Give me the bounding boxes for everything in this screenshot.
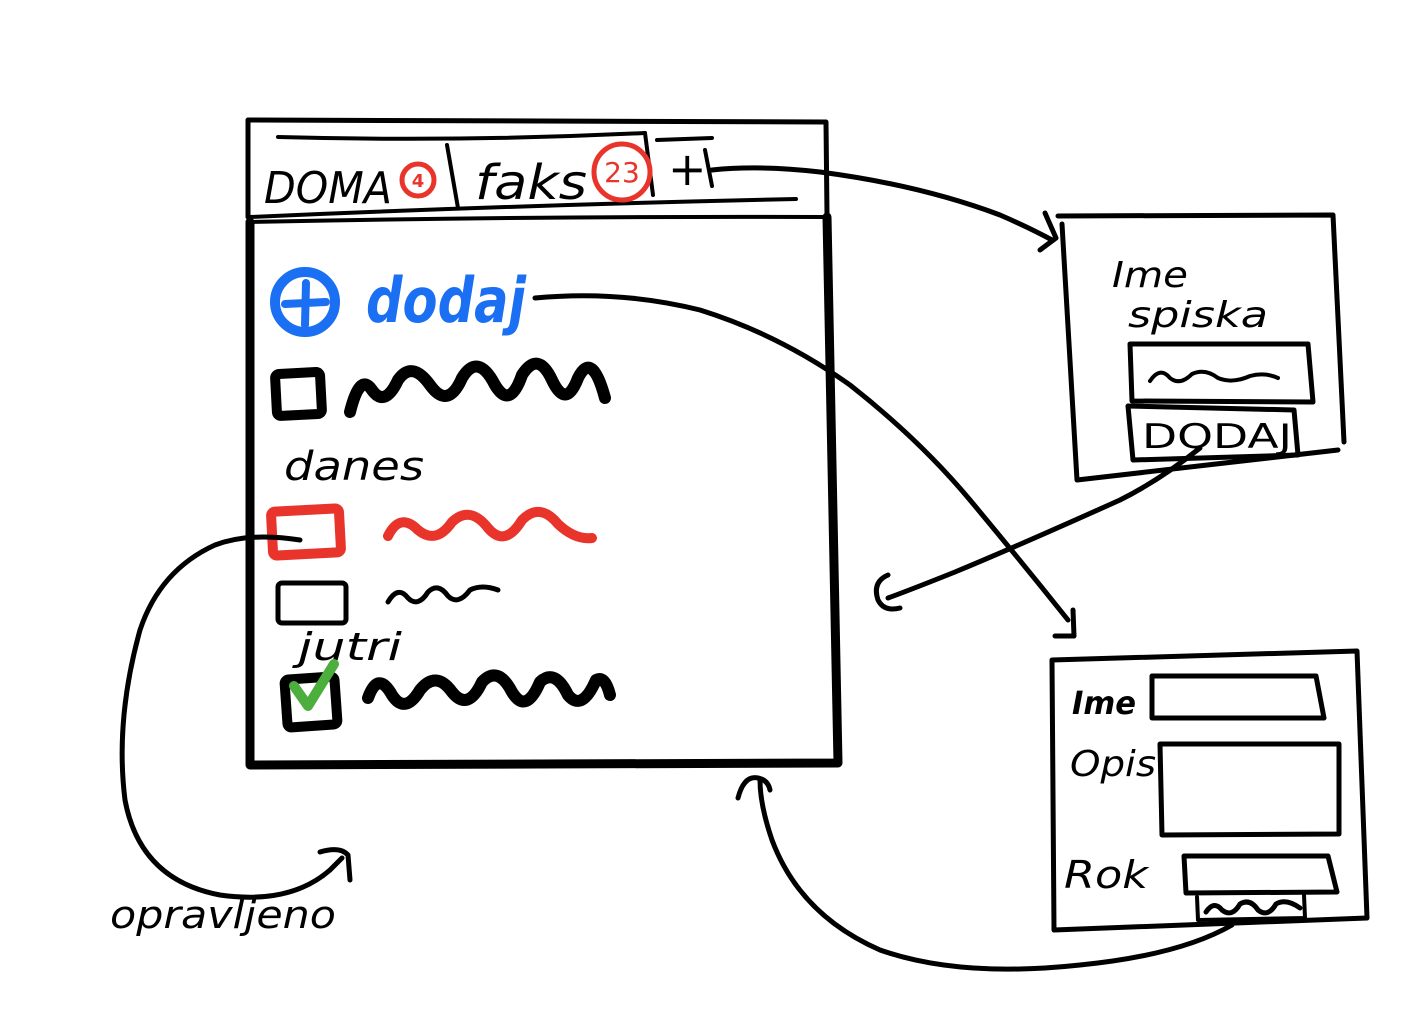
item-name-label: Ime xyxy=(1072,684,1136,722)
arrow-head xyxy=(1037,210,1059,253)
plus-circle-icon xyxy=(270,267,340,337)
arrow-add-item-to-new-item-dialog xyxy=(532,293,1071,623)
item-checkbox[interactable] xyxy=(279,671,343,733)
list-name-input[interactable] xyxy=(1127,341,1316,405)
arrow-checkbox-to-done xyxy=(119,534,345,900)
tab-divider xyxy=(655,136,714,142)
tab-doma[interactable]: DOMA 4 xyxy=(264,161,437,214)
new-item-dialog: Ime Opis Rok xyxy=(1049,648,1370,933)
add-list-button-box xyxy=(1125,403,1301,463)
tab-bar-frame xyxy=(245,117,830,220)
add-list-button[interactable]: DODAJ xyxy=(1125,403,1301,463)
item-checkbox[interactable] xyxy=(270,367,327,421)
tab-doma-badge xyxy=(399,161,437,199)
item-checkbox[interactable] xyxy=(275,580,349,626)
list-item-done[interactable] xyxy=(279,659,616,733)
list-item-overdue[interactable] xyxy=(266,503,597,561)
new-list-title-line1: Ime xyxy=(1112,255,1188,296)
arrow-head xyxy=(1052,607,1077,639)
item-text-scribble xyxy=(385,584,501,605)
tab-divider xyxy=(445,143,460,210)
tab-faks-badge-count: 23 xyxy=(604,156,640,189)
add-list-button-label: DODAJ xyxy=(1142,417,1292,457)
list-name-input-scribble xyxy=(1148,369,1280,384)
add-item-label: dodaj xyxy=(366,264,527,337)
add-item-submit-scribble xyxy=(1203,899,1303,916)
checkmark-icon xyxy=(289,659,339,711)
list-name-input-box xyxy=(1127,341,1316,405)
tab-doma-badge-count: 4 xyxy=(412,171,425,192)
flow-arrows xyxy=(119,165,1235,972)
arrow-head xyxy=(873,572,903,612)
item-name-input[interactable] xyxy=(1149,673,1327,721)
done-annotation-label: opravljeno xyxy=(110,893,336,937)
arrow-add-tab-to-new-list-dialog xyxy=(709,165,1055,243)
item-text-scribble xyxy=(362,669,616,710)
new-list-title-line2: spiska xyxy=(1128,295,1268,336)
tab-faks-label: faks xyxy=(475,155,587,211)
item-deadline-label: Rok xyxy=(1064,853,1150,897)
add-item-submit-box xyxy=(1195,893,1307,922)
item-text-scribble xyxy=(344,357,611,418)
arrow-head xyxy=(735,775,773,801)
tab-faks-badge xyxy=(591,141,653,203)
item-text-scribble xyxy=(383,507,597,544)
section-heading-danes: danes xyxy=(284,444,424,490)
item-deadline-input[interactable] xyxy=(1181,853,1340,896)
section-heading-jutri: jutri xyxy=(291,625,402,669)
tab-faks[interactable]: faks 23 xyxy=(475,141,653,211)
new-item-dialog-frame xyxy=(1049,648,1370,933)
list-item[interactable] xyxy=(275,580,501,626)
arrow-head xyxy=(317,847,353,883)
add-item-button[interactable]: dodaj xyxy=(270,264,527,337)
item-description-input[interactable] xyxy=(1157,741,1342,838)
arrow-new-item-to-main xyxy=(757,777,1235,972)
add-tab-plus-icon: + xyxy=(668,142,707,196)
main-window xyxy=(245,117,843,770)
tab-bar-bottom-line xyxy=(248,197,798,219)
new-list-dialog: Ime spiska DODAJ xyxy=(1055,212,1347,483)
add-tab-button[interactable]: + xyxy=(668,142,714,196)
add-tab-bracket xyxy=(703,148,714,188)
tab-doma-label: DOMA xyxy=(264,163,392,214)
tab-bar-top-line xyxy=(276,131,647,141)
item-description-label: Opis xyxy=(1070,744,1156,785)
plus-icon xyxy=(281,279,330,329)
list-item[interactable] xyxy=(270,357,611,421)
new-list-dialog-frame xyxy=(1055,212,1347,483)
item-checkbox[interactable] xyxy=(266,503,346,561)
arrow-new-list-to-main xyxy=(885,445,1203,601)
main-window-top-edge xyxy=(248,214,828,224)
add-item-submit-button[interactable] xyxy=(1195,893,1307,922)
main-window-frame xyxy=(245,212,843,770)
